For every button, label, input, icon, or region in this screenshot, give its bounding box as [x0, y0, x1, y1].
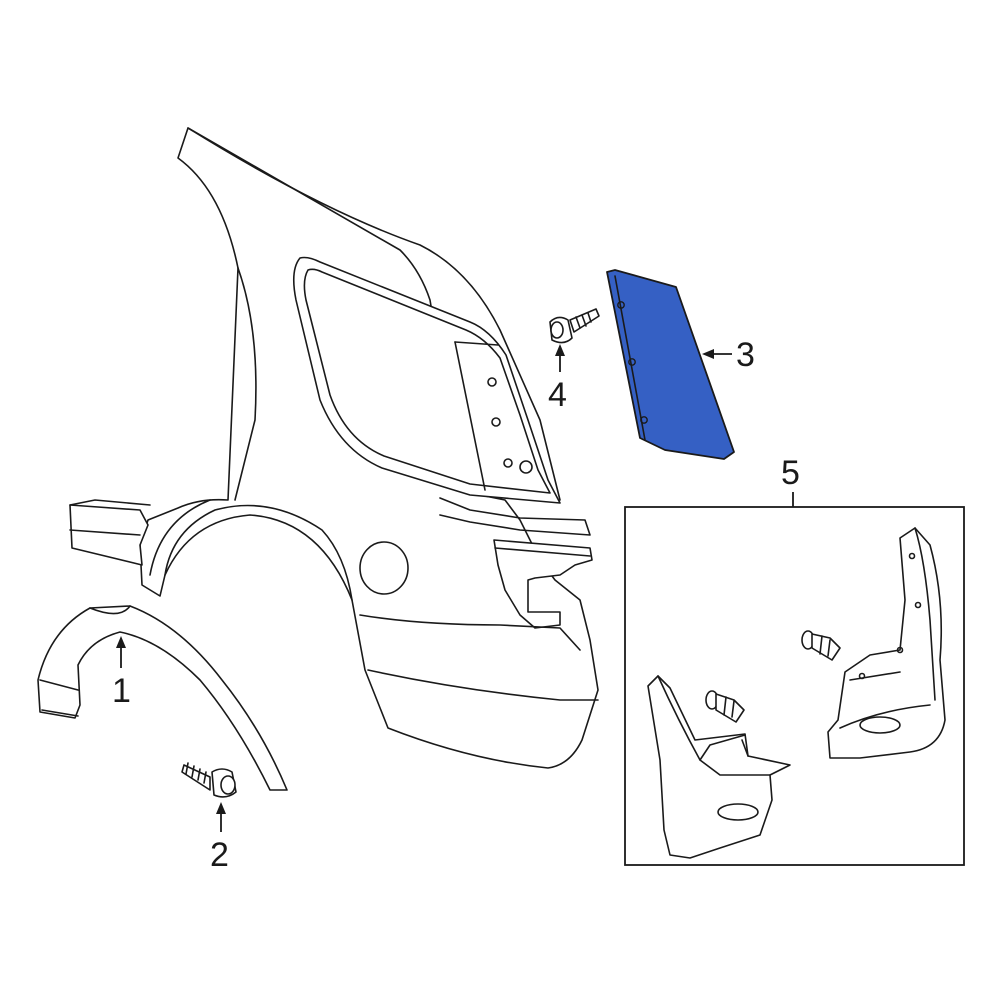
callout-4: 4 [548, 344, 567, 414]
callout-5: 5 [781, 454, 800, 507]
callout-2: 2 [210, 802, 229, 874]
mud-flap-kit-box [624, 506, 965, 866]
callout-1: 1 [112, 636, 131, 710]
applique-hole [640, 416, 648, 424]
push-clip-left [705, 690, 745, 723]
quarter-panel [69, 127, 599, 769]
applique-hole [617, 301, 625, 309]
callout-label-4: 4 [548, 376, 567, 414]
fastener-screw-4 [549, 308, 600, 344]
push-clip-right [801, 630, 841, 661]
applique-panel[interactable] [606, 269, 735, 460]
callout-label-3: 3 [736, 336, 755, 374]
applique-hole [628, 358, 636, 366]
fastener-bolt-2 [181, 762, 237, 798]
callout-label-5: 5 [781, 454, 800, 492]
callout-3: 3 [702, 336, 755, 374]
wheel-opening-molding [37, 605, 288, 791]
mud-flap-left [647, 675, 791, 859]
mud-flap-right [827, 527, 946, 759]
callout-label-2: 2 [210, 836, 229, 874]
callout-label-1: 1 [112, 672, 131, 710]
highlighted-part[interactable] [606, 269, 735, 460]
